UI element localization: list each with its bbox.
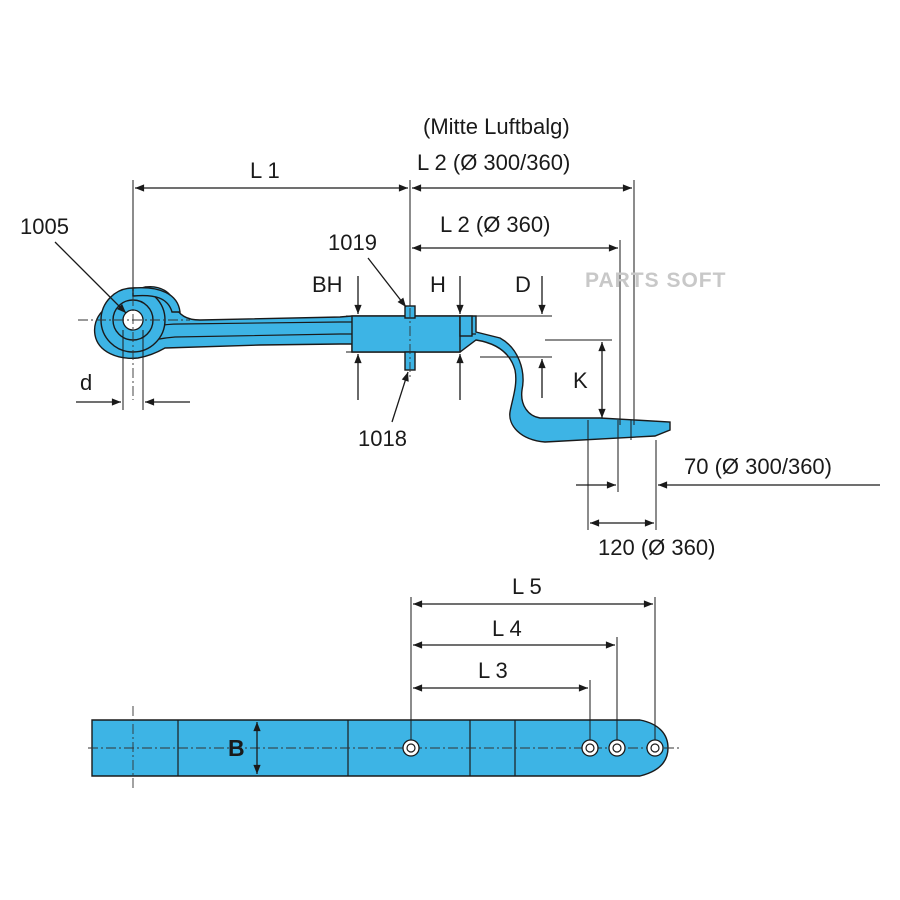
label-l5: L 5 — [512, 574, 542, 599]
top-hole-l3 — [581, 739, 599, 757]
label-mitte-luftbalg: (Mitte Luftbalg) — [423, 114, 570, 139]
watermark: PARTS SOFT — [585, 269, 726, 292]
top-hole-l5 — [646, 739, 664, 757]
leader-1019 — [367, 257, 407, 308]
label-part-1005: 1005 — [20, 214, 69, 239]
label-k: K — [573, 368, 588, 393]
label-bh: BH — [312, 272, 343, 297]
label-part-1019: 1019 — [328, 230, 377, 255]
label-l1: L 1 — [250, 158, 280, 183]
label-120: 120 (Ø 360) — [598, 535, 715, 560]
spring-eye-wrap — [132, 287, 181, 313]
leader-1005 — [54, 241, 127, 314]
label-l2-360: L 2 (Ø 360) — [440, 212, 550, 237]
label-h: H — [430, 272, 446, 297]
clamp-block — [351, 315, 461, 353]
label-l3: L 3 — [478, 658, 508, 683]
label-d-lower: d — [80, 370, 92, 395]
top-center-bolt — [402, 739, 420, 757]
leader-1018 — [391, 371, 409, 423]
label-d-upper: D — [515, 272, 531, 297]
label-b: B — [228, 735, 245, 761]
side-view — [93, 285, 671, 443]
clamp-plate — [459, 315, 473, 337]
spring-main-leaf — [93, 285, 671, 443]
label-l4: L 4 — [492, 616, 522, 641]
top-hole-l4 — [608, 739, 626, 757]
label-70: 70 (Ø 300/360) — [684, 454, 832, 479]
label-part-1018: 1018 — [358, 426, 407, 451]
label-l2-300-360: L 2 (Ø 300/360) — [417, 150, 570, 175]
top-view — [88, 706, 680, 790]
